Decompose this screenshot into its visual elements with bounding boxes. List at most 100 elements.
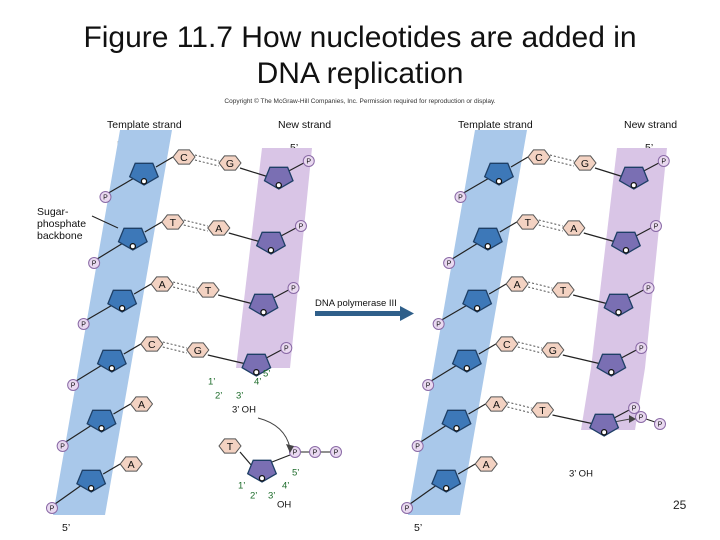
right-template-backbone-3 xyxy=(441,303,470,321)
right-new-sugar-5 xyxy=(589,413,620,437)
left-template-phosphate-6-letter: P xyxy=(50,505,55,512)
left-template-sugar-1 xyxy=(128,162,160,186)
left-hbond-1 xyxy=(194,154,220,162)
sugar-oxygen xyxy=(87,484,95,492)
left-hbond-b-3 xyxy=(173,286,198,294)
sugar-oxygen xyxy=(608,368,615,376)
left-new-strand-label: New strand xyxy=(278,119,332,131)
left-carbon-1: 1’ xyxy=(208,377,215,388)
incoming-sugar xyxy=(246,459,278,483)
right-new-glycosidic-3 xyxy=(572,294,609,305)
sugar-oxygen xyxy=(98,424,105,432)
right-new-base-3 xyxy=(551,282,575,298)
released-phosphate-1 xyxy=(635,411,647,423)
right-hbond-3 xyxy=(528,281,553,289)
sugar-oxygen xyxy=(253,368,260,376)
incoming-phosphate-3 xyxy=(330,446,342,458)
right-hbond-5 xyxy=(507,401,532,409)
right-new-phosphate-1-letter: P xyxy=(661,158,666,165)
left-template-glycosidic-4 xyxy=(123,343,142,355)
left-template-phosphate-6 xyxy=(45,502,58,514)
incoming-carbon-2: 2’ xyxy=(250,491,257,502)
right-template-sugar-3 xyxy=(462,289,493,313)
right-template-backbone-4 xyxy=(430,363,460,382)
left-new-backbone-4 xyxy=(266,349,282,359)
right-template-phosphate-3-letter: P xyxy=(436,321,441,328)
right-hbond-b-2 xyxy=(538,224,563,232)
left-new-sugar-4 xyxy=(241,353,272,377)
left-template-phosphate-3 xyxy=(77,318,90,330)
right-template-band xyxy=(408,130,527,515)
page-number: 25 xyxy=(673,498,687,512)
left-template-base-4 xyxy=(140,336,164,352)
left-template-glycosidic-3 xyxy=(133,283,152,295)
right-template-base-2 xyxy=(516,214,540,230)
right-new-sugar-3 xyxy=(603,293,634,317)
right-new-sugar-1 xyxy=(618,166,649,190)
left-template-backbone-1 xyxy=(108,176,137,194)
left-hbond-4 xyxy=(162,341,187,349)
right-new-glycosidic-5 xyxy=(552,414,595,425)
right-template-glycosidic-3 xyxy=(488,283,507,295)
sugar-oxygen xyxy=(140,177,148,185)
incoming-phosphate-2-letter: P xyxy=(313,449,318,456)
incoming-glycosidic xyxy=(239,451,253,467)
incoming-p-link xyxy=(271,454,291,463)
left-carbon-5: 5’ xyxy=(263,369,270,380)
incoming-base xyxy=(218,438,242,454)
left-hbond-2 xyxy=(183,219,208,227)
left-new-glycosidic-4 xyxy=(207,354,247,365)
left-new-phosphate-4 xyxy=(280,342,293,354)
left-template-sugar-5 xyxy=(86,409,117,433)
sugar-oxygen xyxy=(600,428,608,436)
left-template-backbone-5 xyxy=(65,423,94,443)
left-template-phosphate-4 xyxy=(67,379,80,391)
right-template-base-6-letter: A xyxy=(483,459,490,471)
right-template-base-4 xyxy=(495,336,519,352)
sugar-oxygen xyxy=(129,242,137,250)
right-template-backbone-6 xyxy=(409,483,439,505)
left-template-backbone-3 xyxy=(86,303,115,321)
right-new-base-1-letter: G xyxy=(581,158,589,170)
right-template-base-4-letter: C xyxy=(503,339,511,351)
right-template-phosphate-6 xyxy=(400,502,413,514)
left-template-sugar-6 xyxy=(76,469,107,493)
right-template-phosphate-5 xyxy=(411,440,424,452)
left-new-base-4-letter: G xyxy=(194,345,202,357)
left-new-phosphate-1 xyxy=(302,155,315,167)
left-template-phosphate-2 xyxy=(88,257,101,269)
right-new-base-3-letter: T xyxy=(560,285,567,297)
left-template-sugar-4 xyxy=(96,349,127,373)
right-new-base-4-letter: G xyxy=(549,345,557,357)
left-template-phosphate-5-letter: P xyxy=(60,443,65,450)
left-carbon-2: 2’ xyxy=(215,391,222,402)
left-new-phosphate-2 xyxy=(294,220,307,232)
left-new-sugar-2 xyxy=(255,231,287,255)
left-template-base-3 xyxy=(150,276,174,292)
sugar-oxygen xyxy=(442,484,450,492)
left-new-phosphate-2-letter: P xyxy=(299,223,304,230)
right-template-base-6 xyxy=(474,456,498,472)
incoming-phosphate-2 xyxy=(309,446,321,458)
sugar-oxygen xyxy=(118,304,126,312)
right-new-backbone-3 xyxy=(628,289,644,299)
right-new-backbone-4 xyxy=(621,349,637,359)
left-template-base-5 xyxy=(129,396,154,412)
right-new-base-2-letter: A xyxy=(570,223,577,235)
right-template-phosphate-2-letter: P xyxy=(447,260,452,267)
right-new-phosphate-5 xyxy=(628,402,641,414)
right-hbond-b-4 xyxy=(517,346,542,354)
sugar-oxygen xyxy=(484,242,492,250)
right-template-phosphate-2 xyxy=(443,257,456,269)
left-template-sugar-2 xyxy=(117,227,148,251)
release-arrow xyxy=(613,418,631,423)
incoming-carbon-4: 4’ xyxy=(282,481,289,492)
right-new-base-1 xyxy=(573,155,597,171)
right-template-sugar-1 xyxy=(483,162,515,186)
sugar-oxygen xyxy=(473,304,481,312)
left-new-base-3 xyxy=(196,282,220,298)
left-new-backbone-3 xyxy=(273,289,289,299)
right-new-phosphate-4 xyxy=(635,342,648,354)
dna-polymerase-label: DNA polymerase III xyxy=(315,298,397,309)
